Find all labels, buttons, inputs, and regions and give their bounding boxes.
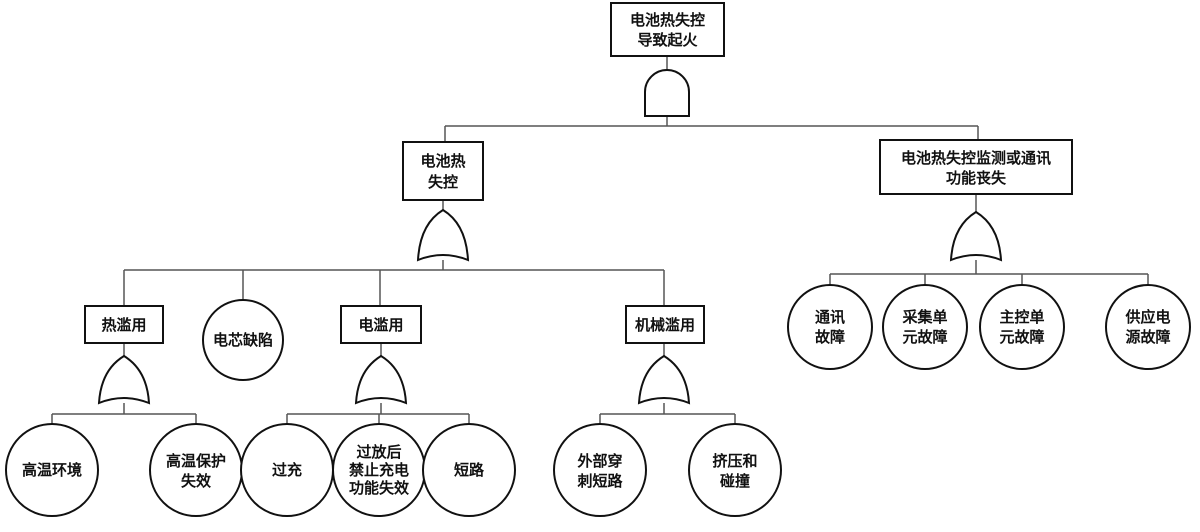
basic-event-power-supply-fault: 供应电 源故障 [1105, 284, 1191, 370]
event-mechanical-abuse-label: 机械滥用 [635, 316, 695, 334]
basic-event-high-temp-env-label: 高温环境 [22, 461, 82, 479]
event-mechanical-abuse: 机械滥用 [625, 305, 705, 344]
event-electrical-abuse: 电滥用 [340, 305, 422, 344]
basic-event-master-control-fault-line-1: 主控单 [999, 308, 1044, 326]
basic-event-external-puncture-line-2: 刺短路 [577, 472, 623, 490]
event-heat-abuse: 热滥用 [84, 305, 164, 344]
event-thermal-runaway-line-2: 失控 [428, 173, 458, 191]
basic-event-high-temp-protection-fail-line-1: 高温保护 [166, 452, 226, 470]
connector-lines [51, 56, 1149, 424]
basic-event-acquisition-fault-line-1: 采集单 [901, 308, 947, 326]
basic-event-acquisition-fault-line-2: 元故障 [902, 328, 947, 346]
basic-event-cell-defect-label: 电芯缺陷 [213, 331, 273, 349]
basic-event-comm-fault-line-1: 通讯 [815, 308, 845, 326]
basic-event-acquisition-fault: 采集单 元故障 [882, 284, 968, 370]
basic-event-crush-collision-line-1: 挤压和 [712, 452, 757, 470]
event-monitoring-loss: 电池热失控监测或通讯 功能丧失 [879, 139, 1073, 195]
basic-event-external-puncture: 外部穿 刺短路 [553, 423, 647, 517]
basic-event-power-supply-fault-line-2: 源故障 [1125, 328, 1170, 346]
basic-event-comm-fault: 通讯 故障 [787, 284, 873, 370]
and-gate-root [644, 69, 690, 117]
basic-event-comm-fault-line-2: 故障 [815, 328, 845, 346]
event-electrical-abuse-label: 电滥用 [358, 316, 403, 334]
basic-event-master-control-fault: 主控单 元故障 [979, 284, 1065, 370]
or-gate-mechanical-abuse [637, 354, 691, 405]
basic-event-cell-defect: 电芯缺陷 [202, 299, 284, 381]
or-gate-heat-abuse [97, 354, 151, 405]
event-heat-abuse-label: 热滥用 [101, 316, 146, 334]
basic-event-overdischarge-fail: 过放后 禁止充电 功能失效 [332, 423, 426, 517]
basic-event-overdischarge-fail-line-2: 禁止充电 [349, 461, 409, 479]
event-monitoring-loss-line-1: 电池热失控监测或通讯 [901, 149, 1051, 167]
or-gate-thermal-runaway [416, 208, 470, 262]
basic-event-overdischarge-fail-line-1: 过放后 [356, 443, 401, 461]
basic-event-overcharge-label: 过充 [272, 461, 302, 479]
event-root: 电池热失控 导致起火 [610, 2, 725, 57]
basic-event-high-temp-protection-fail: 高温保护 失效 [149, 423, 243, 517]
basic-event-high-temp-env: 高温环境 [5, 423, 99, 517]
or-gate-monitoring-loss [949, 210, 1003, 262]
event-root-line-1: 电池热失控 [630, 11, 705, 29]
basic-event-master-control-fault-line-2: 元故障 [999, 328, 1044, 346]
basic-event-crush-collision-line-2: 碰撞 [720, 472, 750, 490]
basic-event-overdischarge-fail-line-3: 功能失效 [349, 479, 410, 497]
event-thermal-runaway-line-1: 电池热 [420, 152, 465, 170]
event-root-line-2: 导致起火 [637, 31, 698, 49]
basic-event-short-circuit-label: 短路 [454, 461, 485, 479]
basic-event-short-circuit: 短路 [422, 423, 516, 517]
or-gate-electrical-abuse [354, 354, 408, 405]
basic-event-crush-collision: 挤压和 碰撞 [688, 423, 782, 517]
basic-event-high-temp-protection-fail-line-2: 失效 [181, 472, 212, 490]
basic-event-power-supply-fault-line-1: 供应电 [1124, 308, 1170, 326]
event-monitoring-loss-line-2: 功能丧失 [946, 169, 1007, 187]
basic-event-overcharge: 过充 [240, 423, 334, 517]
basic-event-external-puncture-line-1: 外部穿 [576, 452, 622, 470]
event-thermal-runaway: 电池热 失控 [402, 141, 484, 201]
